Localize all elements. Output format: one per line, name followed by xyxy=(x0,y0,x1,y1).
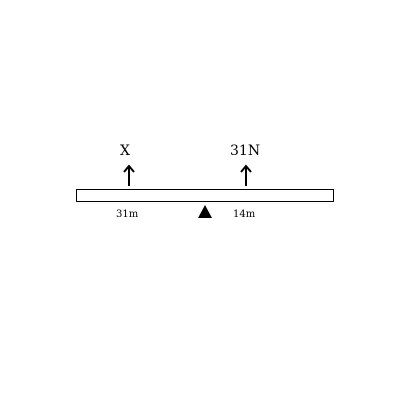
force-arrow-left-up-icon xyxy=(123,164,135,186)
beam xyxy=(76,189,334,202)
force-arrow-right-up-icon xyxy=(240,164,252,186)
distance-label-right: 14m xyxy=(233,209,256,220)
distance-label-left: 31m xyxy=(116,209,139,220)
force-label-right: 31N xyxy=(230,143,261,159)
force-label-left: X xyxy=(120,143,130,159)
pivot-triangle-icon xyxy=(198,205,212,218)
